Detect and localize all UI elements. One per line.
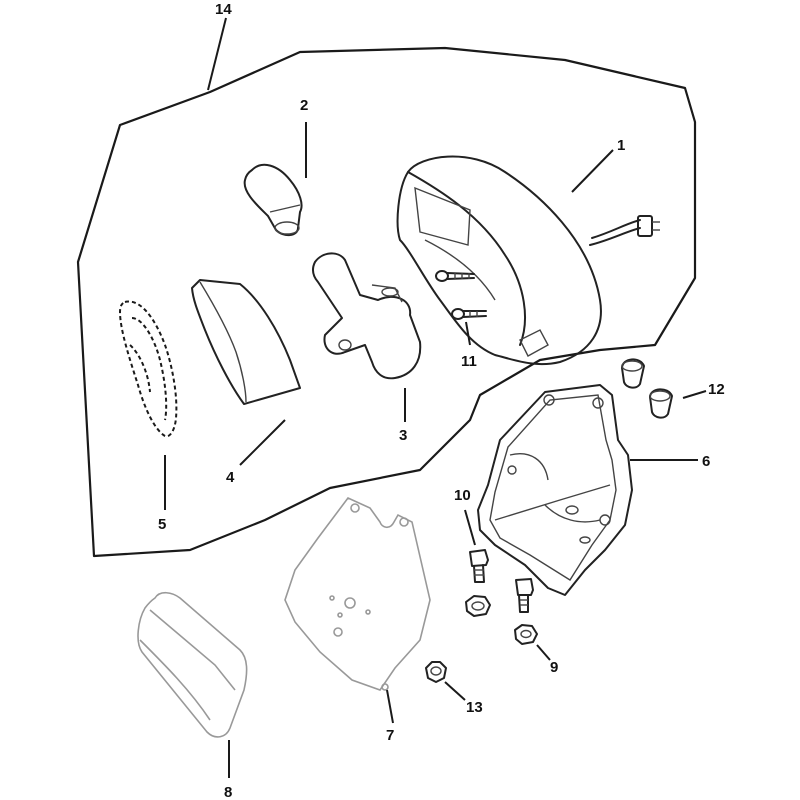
lens-icon — [191, 279, 301, 405]
leader-12 — [682, 390, 707, 399]
bolt-icon — [469, 549, 534, 613]
leader-9 — [536, 644, 551, 661]
leader-7 — [386, 689, 394, 724]
leader-11 — [465, 321, 471, 346]
callout-8: 8 — [224, 784, 232, 800]
callout-5: 5 — [158, 516, 166, 533]
leader-10 — [464, 509, 476, 546]
callout-3: 3 — [399, 427, 407, 444]
leader-14 — [207, 17, 227, 91]
grommet-icon — [621, 358, 673, 419]
callout-7: 7 — [386, 727, 394, 744]
gasket-icon — [118, 300, 178, 438]
plate-bracket-icon — [284, 497, 431, 691]
callout-12: 12 — [708, 381, 725, 398]
leader-4 — [239, 419, 286, 466]
callout-labels: 14 2 1 11 12 3 6 4 10 5 9 13 7 8 — [158, 1, 725, 800]
nut-icon — [465, 595, 538, 645]
lamp-housing-icon — [396, 155, 660, 366]
callout-14: 14 — [215, 1, 232, 18]
callout-6: 6 — [702, 453, 710, 470]
reflector-icon — [137, 591, 248, 738]
small-nut-icon — [425, 661, 447, 683]
leader-1 — [571, 149, 614, 193]
callout-13: 13 — [466, 699, 483, 716]
leader-13 — [444, 681, 466, 701]
bulb-icon — [243, 163, 303, 236]
mounting-bracket-icon — [477, 384, 633, 596]
callout-9: 9 — [550, 659, 558, 676]
callout-4: 4 — [226, 469, 235, 486]
callout-1: 1 — [617, 137, 625, 154]
leader-lines — [164, 17, 707, 778]
assembly-outline-icon — [76, 46, 697, 558]
callout-11: 11 — [461, 353, 477, 370]
screw-icon — [435, 270, 487, 320]
bulb-socket-icon — [312, 252, 422, 380]
callout-2: 2 — [300, 97, 308, 114]
callout-10: 10 — [454, 487, 471, 504]
